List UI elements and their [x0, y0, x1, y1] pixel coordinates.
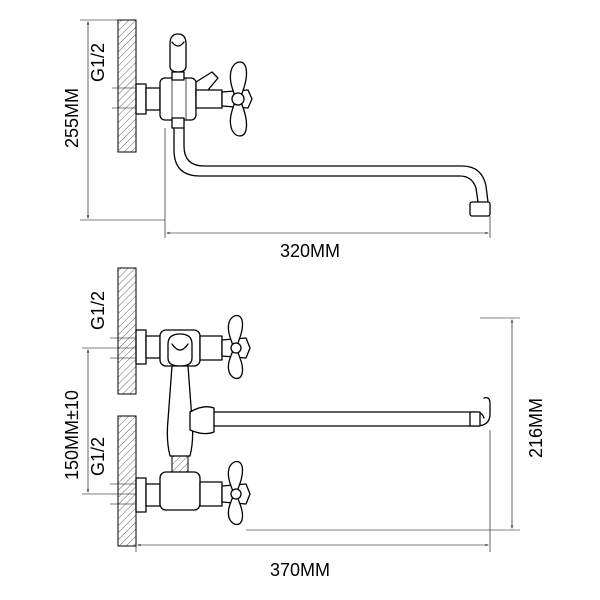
- body-lower: [159, 471, 201, 511]
- thread-label-upper: G1/2: [88, 291, 108, 330]
- height-label-top: 255MM: [62, 88, 82, 148]
- thread-label-top: G1/2: [88, 43, 108, 82]
- valve-stem: [195, 89, 223, 109]
- spacing-label: 150MM±10: [62, 390, 82, 480]
- top-view: 255MM G1/2: [62, 19, 491, 261]
- nut-upper: [145, 335, 161, 359]
- vertical-pipe: [166, 365, 194, 457]
- wall-section-top: [117, 19, 137, 153]
- spout-collar: [171, 117, 185, 129]
- threaded-joint: [171, 455, 189, 473]
- height-label-front: 216MM: [526, 398, 546, 458]
- width-dimension-front: [135, 430, 491, 552]
- wall-section-lower: [117, 415, 137, 547]
- height-dimension-front: [246, 317, 520, 531]
- aerator: [469, 201, 491, 217]
- shower-holder-top: [169, 33, 187, 73]
- height-dimension-top: [80, 19, 165, 221]
- front-view: 150MM±10 G1/2 G1/2: [62, 267, 546, 580]
- reach-dimension-top: [164, 128, 491, 238]
- nut: [145, 87, 161, 111]
- flange-lower: [135, 477, 147, 513]
- flange: [135, 83, 147, 115]
- thread-label-lower: G1/2: [88, 437, 108, 476]
- flange-upper: [135, 329, 147, 365]
- spout-connector: [189, 406, 215, 435]
- nut-lower: [145, 483, 161, 507]
- wall-section-upper: [117, 267, 137, 395]
- body-top: [159, 77, 197, 121]
- reach-label-top: 320MM: [280, 241, 340, 261]
- width-label-front: 370MM: [270, 560, 330, 580]
- spout-top: [173, 127, 489, 203]
- spout-front: [213, 396, 491, 427]
